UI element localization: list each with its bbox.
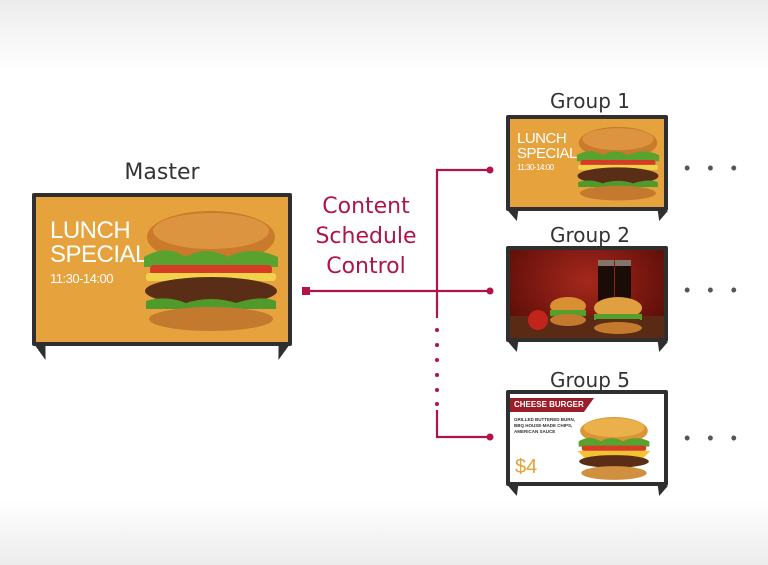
group5-desc3: AMERICAN SAUCE bbox=[514, 429, 556, 434]
group5-display: CHEESE BURGER GRILLED BUTTERED BURN, BBQ… bbox=[506, 390, 668, 486]
master-screen: LUNCH SPECIAL 11:30-14:00 bbox=[36, 197, 288, 342]
control-line1: Content bbox=[322, 194, 410, 219]
cheeseburger-image bbox=[577, 417, 651, 480]
content-schedule-control-label: Content Schedule Control bbox=[296, 192, 436, 282]
group1-display: LUNCH SPECIAL 11:30-14:00 bbox=[506, 115, 668, 211]
master-headline: LUNCH SPECIAL 11:30-14:00 bbox=[50, 217, 148, 286]
group2-display bbox=[506, 246, 668, 342]
control-line3: Control bbox=[326, 254, 406, 279]
master-time: 11:30-14:00 bbox=[50, 270, 113, 286]
connector-end-node bbox=[486, 166, 494, 174]
group2-screen bbox=[510, 250, 664, 338]
group5-desc1: GRILLED BUTTERED BURN, bbox=[514, 417, 575, 422]
connector-end-node bbox=[486, 433, 494, 441]
connector-group5 bbox=[435, 410, 490, 439]
group1-headline: LUNCH SPECIAL 11:30-14:00 bbox=[517, 131, 577, 172]
burger-image bbox=[144, 211, 278, 331]
group5-price: $4 bbox=[515, 456, 538, 478]
group5-more-ellipsis: • • • bbox=[684, 428, 743, 448]
connector-end-node bbox=[486, 287, 494, 295]
dotted-connector bbox=[435, 328, 439, 406]
group1-label: Group 1 bbox=[550, 89, 630, 113]
master-line1: LUNCH bbox=[50, 217, 131, 244]
group1-time: 11:30-14:00 bbox=[517, 162, 554, 172]
group5-title-banner bbox=[510, 398, 594, 412]
group1-more-ellipsis: • • • bbox=[684, 158, 743, 178]
group5-label: Group 5 bbox=[550, 368, 630, 392]
group5-description: GRILLED BUTTERED BURN, BBQ HOUSE-MADE CH… bbox=[514, 417, 575, 435]
group5-desc2: BBQ HOUSE-MADE CHIPS, bbox=[514, 423, 573, 428]
connector-group1 bbox=[435, 168, 490, 291]
connector-start-node bbox=[302, 287, 310, 295]
master-line2: SPECIAL bbox=[50, 241, 148, 269]
group1-screen: LUNCH SPECIAL 11:30-14:00 bbox=[510, 119, 664, 207]
group2-more-ellipsis: • • • bbox=[684, 280, 743, 300]
master-label: Master bbox=[124, 160, 200, 185]
group5-screen: CHEESE BURGER GRILLED BUTTERED BURN, BBQ… bbox=[510, 394, 664, 482]
burger-image bbox=[576, 126, 660, 201]
group1-line2: SPECIAL bbox=[517, 145, 577, 163]
group2-label: Group 2 bbox=[550, 223, 630, 247]
master-display: LUNCH SPECIAL 11:30-14:00 bbox=[32, 193, 292, 346]
burger-drink-image bbox=[510, 260, 664, 338]
group1-line1: LUNCH bbox=[517, 130, 567, 147]
group5-title: CHEESE BURGER bbox=[514, 400, 584, 409]
control-line2: Schedule bbox=[315, 224, 417, 249]
